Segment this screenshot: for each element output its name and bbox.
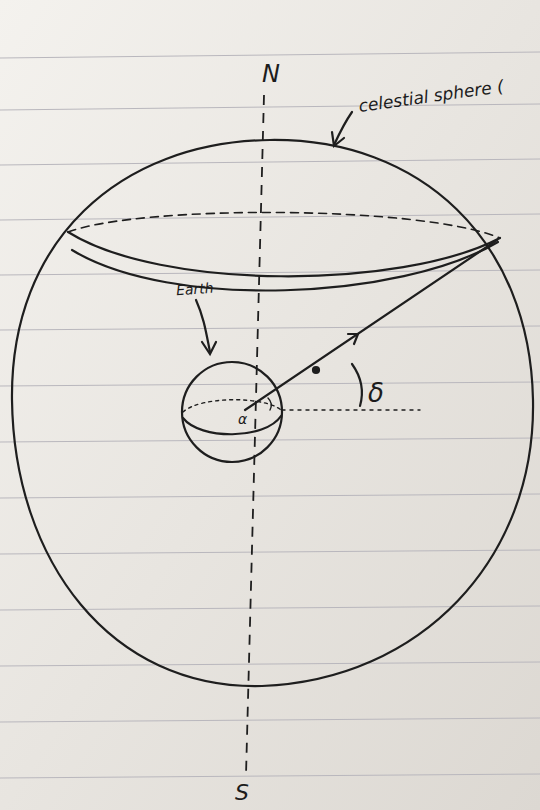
pole-label: S	[235, 782, 249, 804]
pole-label: N	[262, 62, 280, 86]
angle-label: α	[238, 412, 247, 426]
declination-label: δ	[368, 380, 384, 406]
earth-label: Earth	[176, 281, 214, 298]
